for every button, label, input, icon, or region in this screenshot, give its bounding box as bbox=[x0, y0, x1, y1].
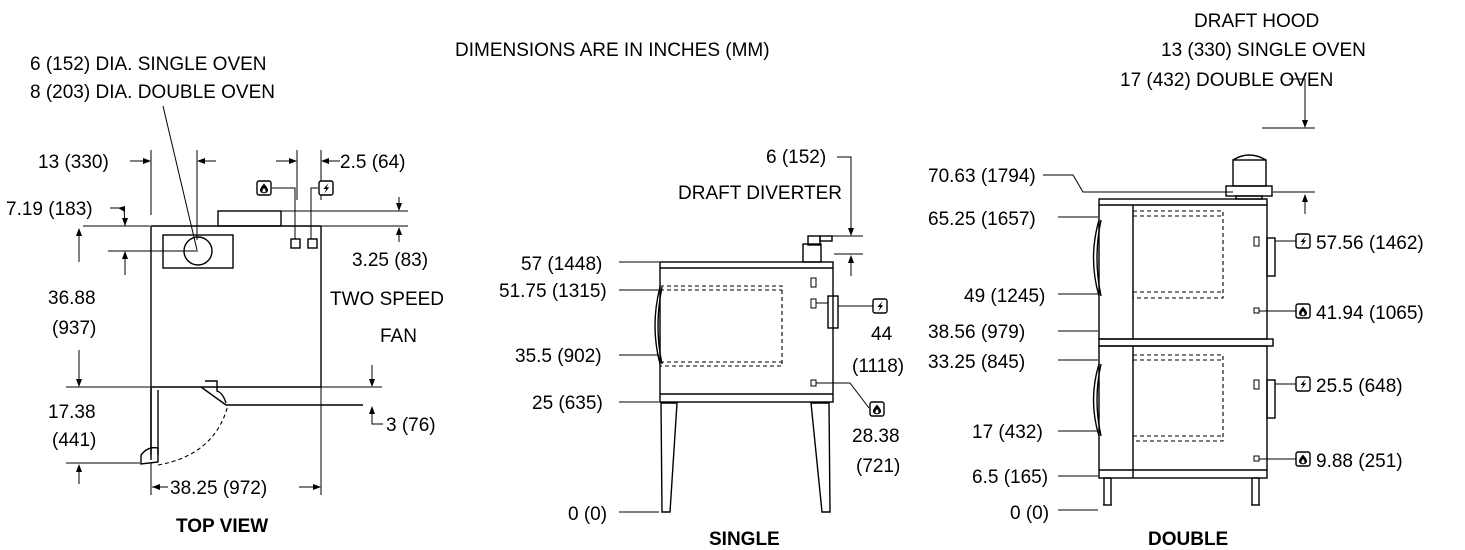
double-elec-lower: 25.5 (648) bbox=[1316, 376, 1403, 397]
electric-bolt-icon bbox=[318, 180, 334, 196]
units-note: DIMENSIONS ARE IN INCHES (MM) bbox=[455, 40, 770, 61]
double-caption: DOUBLE bbox=[1148, 529, 1228, 550]
double-oven-view: 70.63 (1794) 65.25 (1657) 49 (1245) 38.5… bbox=[928, 11, 1424, 550]
single-gas-height: 28.38 bbox=[852, 426, 900, 447]
double-h-17: 17 (432) bbox=[972, 422, 1043, 443]
single-h-51-75: 51.75 (1315) bbox=[499, 281, 607, 302]
double-gas-lower: 9.88 (251) bbox=[1316, 451, 1403, 472]
single-diverter-label: DRAFT DIVERTER bbox=[678, 183, 842, 204]
dim-17-38-mm: (441) bbox=[52, 430, 96, 451]
draft-hood-double: 17 (432) DOUBLE OVEN bbox=[1120, 70, 1333, 91]
electric-bolt-icon bbox=[1295, 233, 1311, 249]
single-h-25: 25 (635) bbox=[532, 393, 603, 414]
draft-hood-label: DRAFT HOOD bbox=[1194, 11, 1319, 32]
double-h-65-25: 65.25 (1657) bbox=[928, 209, 1036, 230]
single-caption: SINGLE bbox=[709, 529, 780, 550]
dim-36-88-mm: (937) bbox=[52, 318, 96, 339]
flue-diameter-single-label: 6 (152) DIA. SINGLE OVEN bbox=[30, 54, 267, 75]
single-h-57: 57 (1448) bbox=[521, 254, 602, 275]
gas-flame-icon bbox=[869, 401, 885, 417]
single-elec-height: 44 bbox=[871, 324, 893, 345]
electric-bolt-icon bbox=[872, 298, 888, 314]
single-elec-height-mm: (1118) bbox=[852, 356, 904, 377]
draft-hood-single: 13 (330) SINGLE OVEN bbox=[1161, 40, 1366, 61]
gas-flame-icon bbox=[1295, 451, 1311, 467]
fan-label-line2: FAN bbox=[380, 326, 417, 347]
double-h-6-5: 6.5 (165) bbox=[972, 467, 1048, 488]
dim-3-25-83: 3.25 (83) bbox=[352, 250, 428, 271]
fan-label-line1: TWO SPEED bbox=[330, 289, 444, 310]
gas-flame-icon bbox=[1295, 303, 1311, 319]
double-h-70-63: 70.63 (1794) bbox=[928, 166, 1036, 187]
dim-7-19-183: 7.19 (183) bbox=[6, 199, 93, 220]
double-h-0: 0 (0) bbox=[1010, 503, 1049, 524]
single-oven-view: 57 (1448) 51.75 (1315) 35.5 (902) 25 (63… bbox=[499, 147, 904, 550]
double-h-38-56: 38.56 (979) bbox=[928, 322, 1025, 343]
dim-36-88-value: 36.88 bbox=[48, 288, 96, 309]
dim-3-76: 3 (76) bbox=[386, 415, 436, 436]
single-h-0: 0 (0) bbox=[568, 504, 607, 525]
dim-17-38-value: 17.38 bbox=[48, 402, 96, 423]
double-elec-upper: 57.56 (1462) bbox=[1316, 233, 1424, 254]
double-gas-upper: 41.94 (1065) bbox=[1316, 303, 1424, 324]
dim-13-330: 13 (330) bbox=[38, 152, 109, 173]
top-view: 6 (152) DIA. SINGLE OVEN 8 (203) DIA. DO… bbox=[6, 54, 444, 537]
electric-bolt-icon bbox=[1295, 376, 1311, 392]
single-h-35-5: 35.5 (902) bbox=[515, 346, 602, 367]
single-diverter-dim: 6 (152) bbox=[766, 147, 826, 168]
dim-2-5-64: 2.5 (64) bbox=[340, 152, 405, 173]
double-h-33-25: 33.25 (845) bbox=[928, 352, 1025, 373]
dim-38-25-972: 38.25 (972) bbox=[170, 478, 267, 499]
single-gas-height-mm: (721) bbox=[856, 456, 900, 477]
top-view-caption: TOP VIEW bbox=[176, 516, 268, 537]
flue-diameter-double-label: 8 (203) DIA. DOUBLE OVEN bbox=[30, 82, 275, 103]
double-h-49: 49 (1245) bbox=[964, 286, 1045, 307]
gas-flame-icon bbox=[256, 180, 272, 196]
